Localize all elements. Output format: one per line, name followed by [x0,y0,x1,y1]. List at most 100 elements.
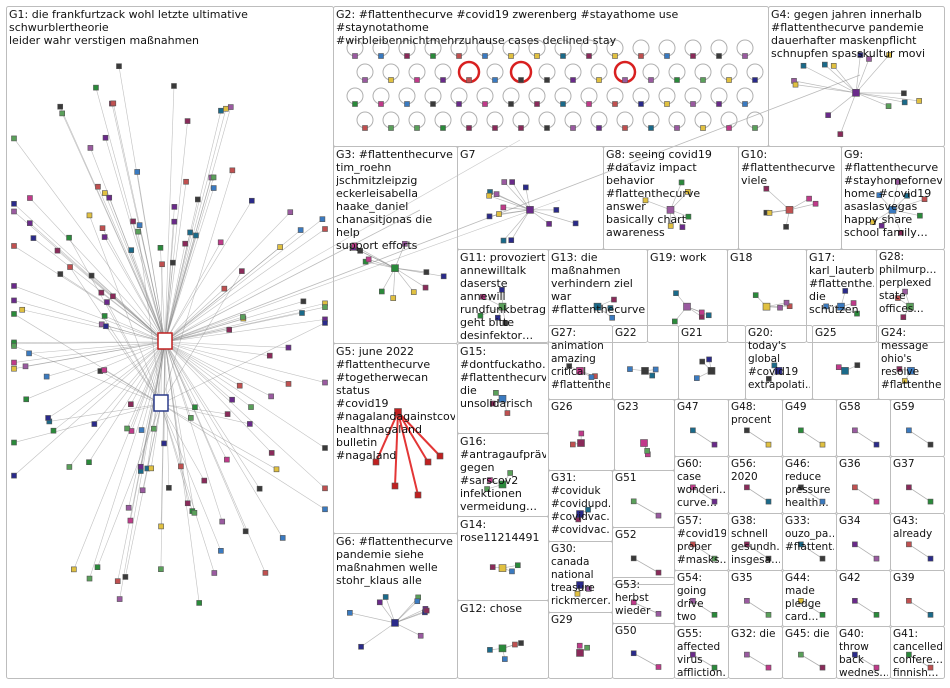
node [515,563,520,568]
cell-border-g50 [613,624,675,679]
node [129,248,134,253]
node [12,440,17,445]
edge [790,204,816,210]
node [631,556,636,561]
edge [161,404,325,509]
node [323,380,328,385]
cell-border-g16 [458,434,549,517]
node [220,519,225,524]
node [170,260,175,265]
node [753,293,758,298]
node [852,485,857,490]
cluster-hub-node [395,409,402,416]
node [645,448,650,453]
node [826,113,831,118]
cluster-hub-node [641,440,648,447]
node [509,102,514,107]
node [158,245,163,250]
node [613,102,618,107]
node [690,485,695,490]
node [896,180,901,185]
node [623,78,628,83]
edge [909,487,931,501]
node [685,189,690,194]
node [519,641,524,646]
node [299,310,304,315]
node [415,126,420,131]
cell-border-g20 [746,326,813,400]
node [172,204,177,209]
cross-edge [165,200,560,342]
node [495,315,500,320]
node [766,376,771,381]
node [162,441,167,446]
node [928,665,933,670]
cell-border-g42 [837,571,891,627]
node [822,62,827,67]
edge [161,404,221,551]
node [798,652,803,657]
node [917,98,922,103]
node [188,230,193,235]
cell-border-g43 [891,514,945,571]
cell-border-g55 [675,627,729,679]
node [535,54,540,59]
edge [796,85,856,93]
edge [161,404,192,511]
node [852,598,857,603]
cell-border-g46 [783,457,837,514]
node [712,612,717,617]
hub-node-g1 [158,333,172,349]
node [487,214,492,219]
node [178,464,183,469]
node [650,373,655,378]
node [159,524,164,529]
node [813,201,818,206]
cell-border-g60 [675,457,729,514]
node [867,56,872,61]
edge [634,558,659,572]
cell-border-g12 [458,601,549,679]
node [701,126,706,131]
node [441,274,446,279]
cell-border-g9 [842,147,945,250]
cluster-hub-node [499,645,506,652]
node [798,598,803,603]
edge [165,107,231,342]
cell-border-g7 [458,147,604,250]
node [298,228,303,233]
node [487,478,492,483]
node [743,102,748,107]
node [137,223,142,228]
cell-border-g41 [891,627,945,679]
node [441,78,446,83]
node [699,310,704,315]
node [820,442,825,447]
node [631,651,636,656]
cell-border-g14 [458,517,549,601]
edge [165,342,222,522]
node [12,311,17,316]
node [494,192,499,197]
node [897,367,902,372]
edge [165,111,221,342]
cell-border-g40 [837,627,891,679]
node [102,191,107,196]
cluster-hub-node [775,367,782,374]
node [656,665,661,670]
node [99,290,104,295]
node [104,300,109,305]
node [838,132,843,137]
edge [634,653,659,667]
node [135,169,140,174]
node [431,102,436,107]
node [286,345,291,350]
cell-border-g25 [813,326,879,400]
node [358,248,363,253]
cell-border-g54 [675,571,729,627]
node [587,54,592,59]
node [136,229,141,234]
highlight-edge [395,412,398,486]
node [483,54,488,59]
edge [634,501,659,515]
